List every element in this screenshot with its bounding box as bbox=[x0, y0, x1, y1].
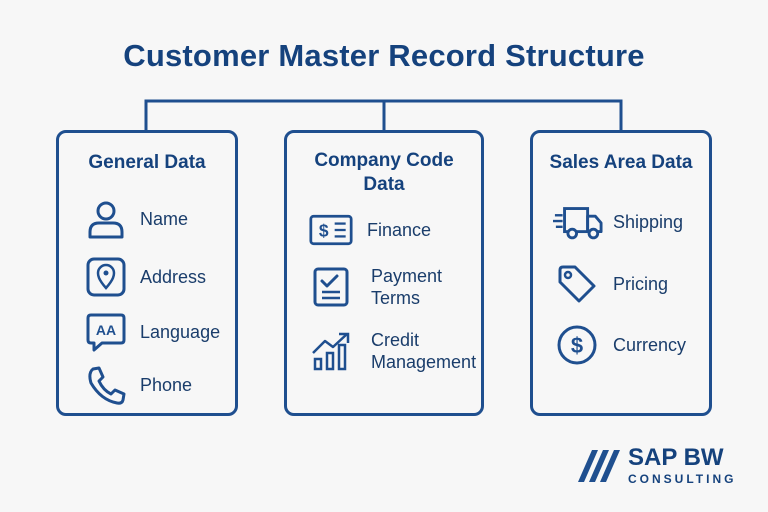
list-item-currency: $ Currency bbox=[555, 323, 686, 367]
dollar-coin-icon-text: $ bbox=[571, 333, 583, 358]
item-label: Payment Terms bbox=[371, 265, 442, 309]
item-label: Address bbox=[140, 267, 207, 287]
item-label-line2: Management bbox=[371, 352, 477, 372]
item-label: Finance bbox=[367, 220, 432, 240]
phone-icon bbox=[84, 363, 128, 407]
item-label-line1: Payment bbox=[371, 266, 443, 286]
list-item-payment-terms: Payment Terms bbox=[309, 265, 442, 309]
location-pin-icon bbox=[84, 255, 128, 299]
money-card-icon: $ bbox=[309, 208, 353, 252]
list-item-phone: Phone bbox=[84, 363, 192, 407]
general-data-card: General Data Name Address AA Language Ph… bbox=[56, 130, 238, 416]
diagram-title: Customer Master Record Structure bbox=[123, 38, 645, 73]
growth-chart-icon bbox=[309, 329, 353, 373]
logo-name: SAP BW bbox=[628, 444, 724, 471]
item-label: Language bbox=[140, 322, 221, 342]
language-icon: AA bbox=[84, 310, 128, 354]
item-label: Pricing bbox=[613, 274, 669, 294]
dollar-coin-icon: $ bbox=[555, 323, 599, 367]
list-item-shipping: Shipping bbox=[553, 200, 683, 244]
sales-area-data-card: Sales Area Data Shipping Pricing $ Curre… bbox=[530, 130, 712, 416]
card-title: General Data bbox=[88, 152, 206, 173]
card-title: Sales Area Data bbox=[549, 152, 693, 173]
card-title: Company Code Data bbox=[287, 149, 481, 197]
logo-tagline: CONSULTING bbox=[628, 472, 737, 486]
tree-connector bbox=[144, 99, 623, 131]
checklist-icon bbox=[309, 265, 353, 309]
list-item-name: Name bbox=[84, 197, 188, 241]
language-icon-text: AA bbox=[96, 322, 116, 338]
item-label: Credit Management bbox=[371, 329, 476, 373]
logo-stripes-icon bbox=[578, 450, 620, 482]
item-label: Shipping bbox=[613, 212, 684, 232]
company-code-data-card: Company Code Data $ Finance Payment Term… bbox=[284, 130, 484, 416]
company-logo: SAP BW CONSULTING bbox=[578, 446, 736, 486]
item-label: Phone bbox=[140, 375, 193, 395]
card-title-line1: Company Code bbox=[314, 150, 454, 171]
item-label: Name bbox=[140, 209, 189, 229]
item-label-line2: Terms bbox=[371, 288, 420, 308]
list-item-pricing: Pricing bbox=[555, 262, 668, 306]
item-label: Currency bbox=[613, 335, 687, 355]
list-item-language: AA Language bbox=[84, 310, 220, 354]
list-item-credit-management: Credit Management bbox=[309, 329, 476, 373]
person-icon bbox=[84, 197, 128, 241]
truck-icon bbox=[553, 200, 603, 244]
card-title-line2: Data bbox=[363, 174, 405, 195]
money-card-icon-text: $ bbox=[319, 220, 329, 240]
list-item-finance: $ Finance bbox=[309, 208, 431, 252]
price-tag-icon bbox=[555, 262, 599, 306]
list-item-address: Address bbox=[84, 255, 206, 299]
item-label-line1: Credit bbox=[371, 330, 420, 350]
